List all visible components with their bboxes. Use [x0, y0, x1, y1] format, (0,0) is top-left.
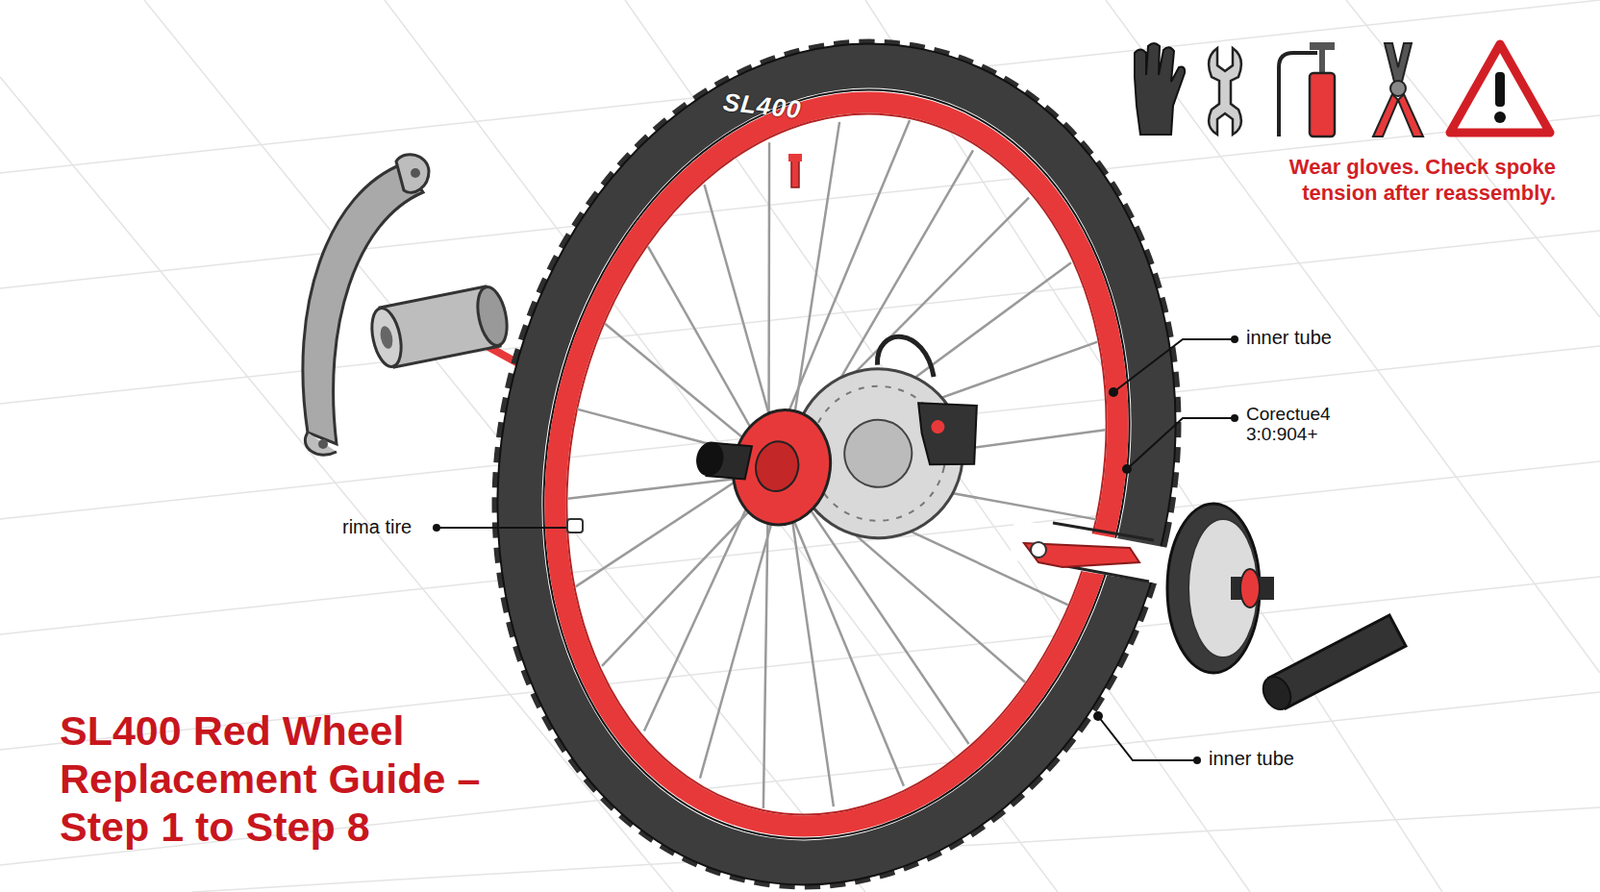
tire-cut [1009, 519, 1169, 585]
part-label: inner tube [1246, 326, 1332, 350]
safety-note: Wear gloves. Check spoke tension after r… [1250, 153, 1556, 206]
wheel [421, 0, 1252, 892]
leader-dots [432, 335, 1239, 765]
leader-lines [436, 339, 1235, 761]
tire-lever [1024, 542, 1140, 568]
part-label: inner tube [1208, 748, 1295, 771]
spokes [503, 65, 1170, 865]
small-wheel [1167, 503, 1275, 674]
title: SL400 Red Wheel Replacement Guide – Step… [59, 706, 522, 851]
pliers-icon [1373, 43, 1424, 137]
brake-caliper [906, 394, 987, 475]
wrench-icon [1208, 48, 1242, 135]
pump-icon [1278, 42, 1335, 137]
valve-stem [788, 153, 802, 188]
grip-cylinder [1257, 615, 1406, 715]
warning-icon [1450, 44, 1550, 133]
part-label: Corectue4 3:0:904+ [1246, 403, 1352, 445]
glove-icon [1134, 43, 1185, 135]
part-label: rima tire [342, 516, 412, 539]
